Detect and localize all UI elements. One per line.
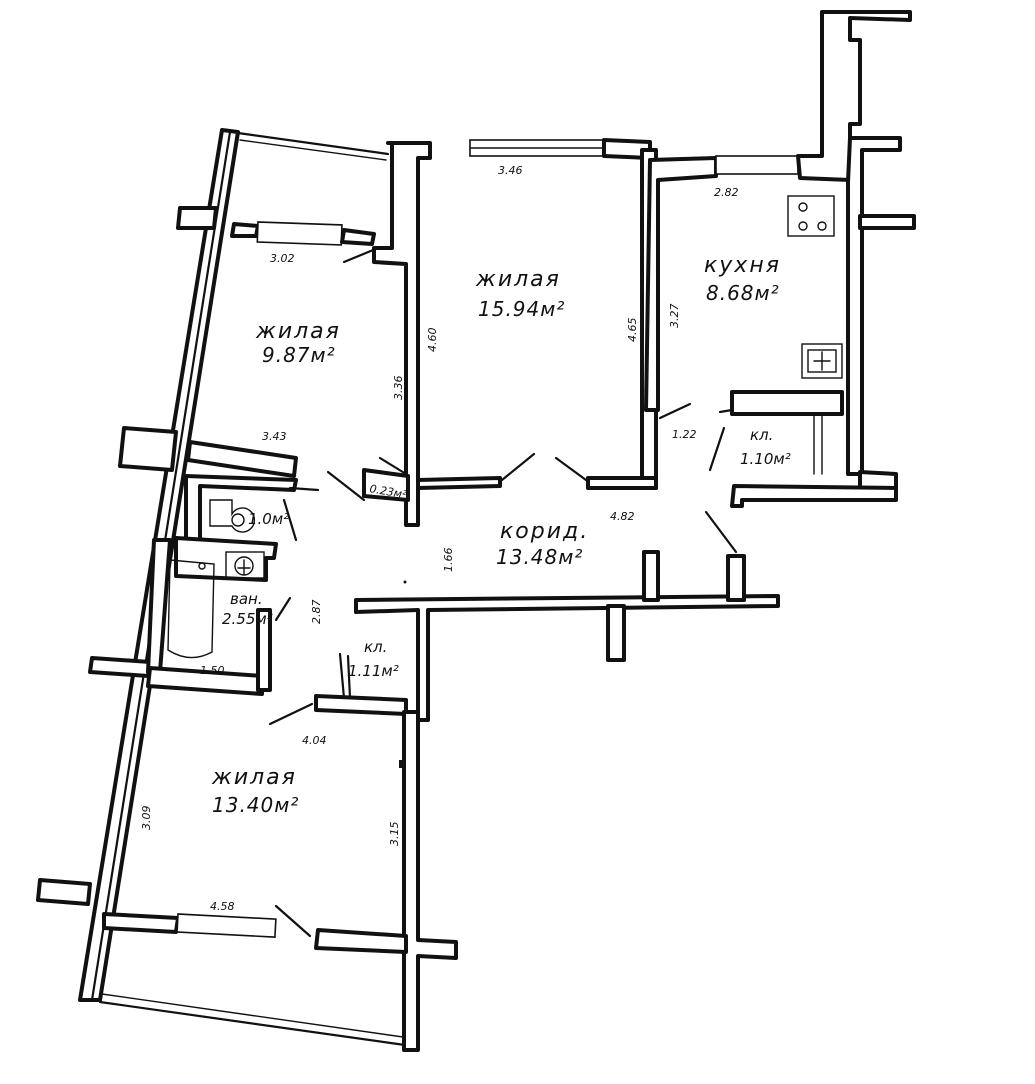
dim-282: 2.82 <box>714 186 739 199</box>
pantry-hall-area: 1.11м² <box>348 662 399 680</box>
pantry-kitchen-area: 1.10м² <box>740 450 791 468</box>
dim-482: 4.82 <box>610 510 635 523</box>
kitchen-sink-icon <box>801 343 843 379</box>
wall-stubs-left <box>36 206 218 906</box>
wc-area: 1.0м² <box>248 510 289 528</box>
kitchen-name: кухня <box>704 253 781 278</box>
room-living-9-area: 9.87м² <box>262 343 336 367</box>
pantry-hall-name: кл. <box>364 638 387 656</box>
corridor-name: корид. <box>500 519 589 544</box>
kitchen-walls <box>644 10 916 492</box>
room-living-15-area: 15.94м² <box>478 297 565 321</box>
room-living-13-name: жилая <box>211 765 297 790</box>
washbasin-icon <box>225 551 265 579</box>
bath-area: 2.55м² <box>222 610 273 628</box>
room-living-15-name: жилая <box>475 267 561 292</box>
bathtub-icon <box>167 559 215 659</box>
corridor-area: 13.48м² <box>496 545 583 569</box>
dim-465: 4.65 <box>626 318 639 343</box>
stove-icon <box>787 195 835 237</box>
room-living-9-walls <box>186 141 432 527</box>
dim-315: 3.15 <box>388 822 401 847</box>
dim-150: 1.50 <box>200 664 225 677</box>
window-room-9 <box>256 221 343 246</box>
kitchen-area: 8.68м² <box>706 281 780 305</box>
corridor-walls <box>326 456 780 722</box>
dim-287: 2.87 <box>310 600 323 625</box>
dim-122: 1.22 <box>672 428 697 441</box>
dim-166: 1.66 <box>442 548 455 573</box>
room-living-9-name: жилая <box>255 319 341 344</box>
window-kitchen <box>715 155 799 175</box>
bath-name: ван. <box>230 590 263 608</box>
pantry-kitchen-name: кл. <box>750 426 773 444</box>
pantry-kitchen-walls <box>708 390 898 508</box>
dim-327: 3.27 <box>668 304 681 329</box>
dim-458: 4.58 <box>210 900 235 913</box>
sanitary-block <box>146 474 320 696</box>
dim-336: 3.36 <box>392 376 405 401</box>
dim-309: 3.09 <box>140 806 153 831</box>
room-living-13-area: 13.40м² <box>212 793 299 817</box>
dim-460: 4.60 <box>426 328 439 353</box>
balcony-top-left <box>236 131 390 161</box>
dim-346: 3.46 <box>498 164 523 177</box>
toilet-icon <box>209 499 256 533</box>
niche-area: 0.23м² <box>368 482 407 501</box>
dim-404: 4.04 <box>302 734 327 747</box>
room-living-13-walls <box>102 710 458 1052</box>
window-room-13 <box>176 913 277 938</box>
niche <box>362 468 410 502</box>
dim-302: 3.02 <box>270 252 295 265</box>
dim-343: 3.43 <box>262 430 287 443</box>
balcony-bottom <box>98 993 414 1048</box>
